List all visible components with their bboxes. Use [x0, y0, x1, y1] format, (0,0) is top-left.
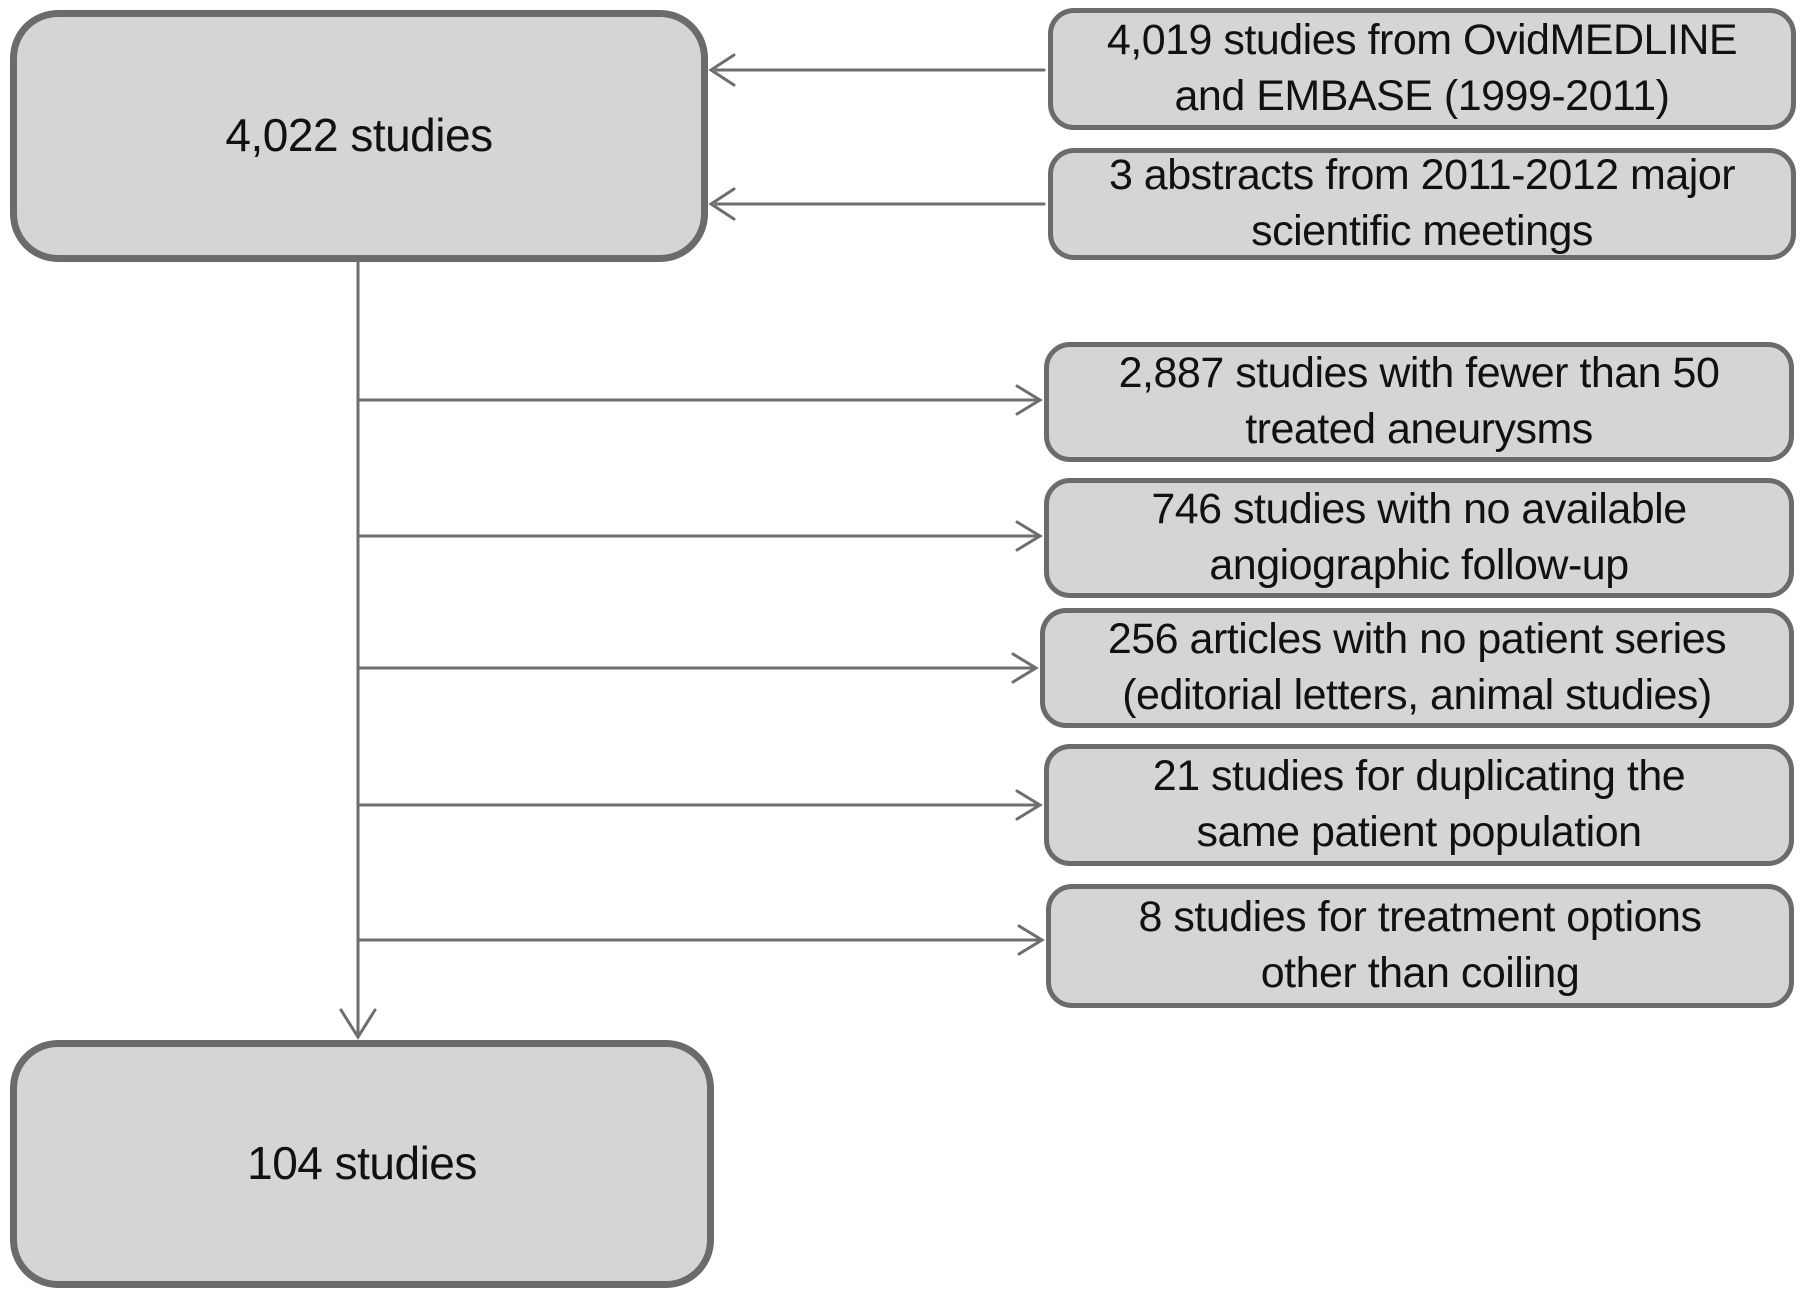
- exclusion-box-no-followup: 746 studies with no available angiograph…: [1044, 478, 1794, 598]
- input-box-medline: 4,019 studies from OvidMEDLINE and EMBAS…: [1048, 8, 1796, 130]
- exclusion-box-no-patient-series: 256 articles with no patient series (edi…: [1040, 608, 1794, 728]
- exclusion-box-other-treatment-label: 8 studies for treatment options other th…: [1138, 893, 1702, 997]
- exclusion-box-no-patient-series-label: 256 articles with no patient series (edi…: [1107, 615, 1727, 719]
- arrow-spine-head-icon: [339, 1008, 377, 1040]
- exclusion-box-fewer-than-50-label: 2,887 studies with fewer than 50 treated…: [1118, 349, 1720, 453]
- result-box-label: 104 studies: [247, 1137, 477, 1190]
- exclusion-box-other-treatment: 8 studies for treatment options other th…: [1046, 884, 1794, 1008]
- exclusion-box-duplicates: 21 studies for duplicating the same pati…: [1044, 744, 1794, 866]
- source-box: 4,022 studies: [10, 10, 708, 262]
- arrow-exclusion-5-head-icon: [1017, 924, 1045, 956]
- arrow-exclusion-2-head-icon: [1015, 520, 1043, 552]
- arrow-input-medline-head-icon: [708, 53, 736, 87]
- arrow-exclusion-3-head-icon: [1011, 652, 1039, 684]
- input-box-abstracts-label: 3 abstracts from 2011-2012 major scienti…: [1108, 151, 1736, 255]
- arrow-exclusion-1-head-icon: [1015, 384, 1043, 416]
- result-box: 104 studies: [10, 1040, 714, 1288]
- arrow-exclusion-4-head-icon: [1015, 789, 1043, 821]
- exclusion-box-fewer-than-50: 2,887 studies with fewer than 50 treated…: [1044, 342, 1794, 462]
- source-box-label: 4,022 studies: [225, 109, 493, 162]
- input-box-medline-label: 4,019 studies from OvidMEDLINE and EMBAS…: [1106, 16, 1738, 120]
- input-box-abstracts: 3 abstracts from 2011-2012 major scienti…: [1048, 148, 1796, 260]
- exclusion-box-duplicates-label: 21 studies for duplicating the same pati…: [1152, 752, 1686, 856]
- arrow-input-abstracts-head-icon: [708, 187, 736, 221]
- exclusion-box-no-followup-label: 746 studies with no available angiograph…: [1151, 485, 1687, 589]
